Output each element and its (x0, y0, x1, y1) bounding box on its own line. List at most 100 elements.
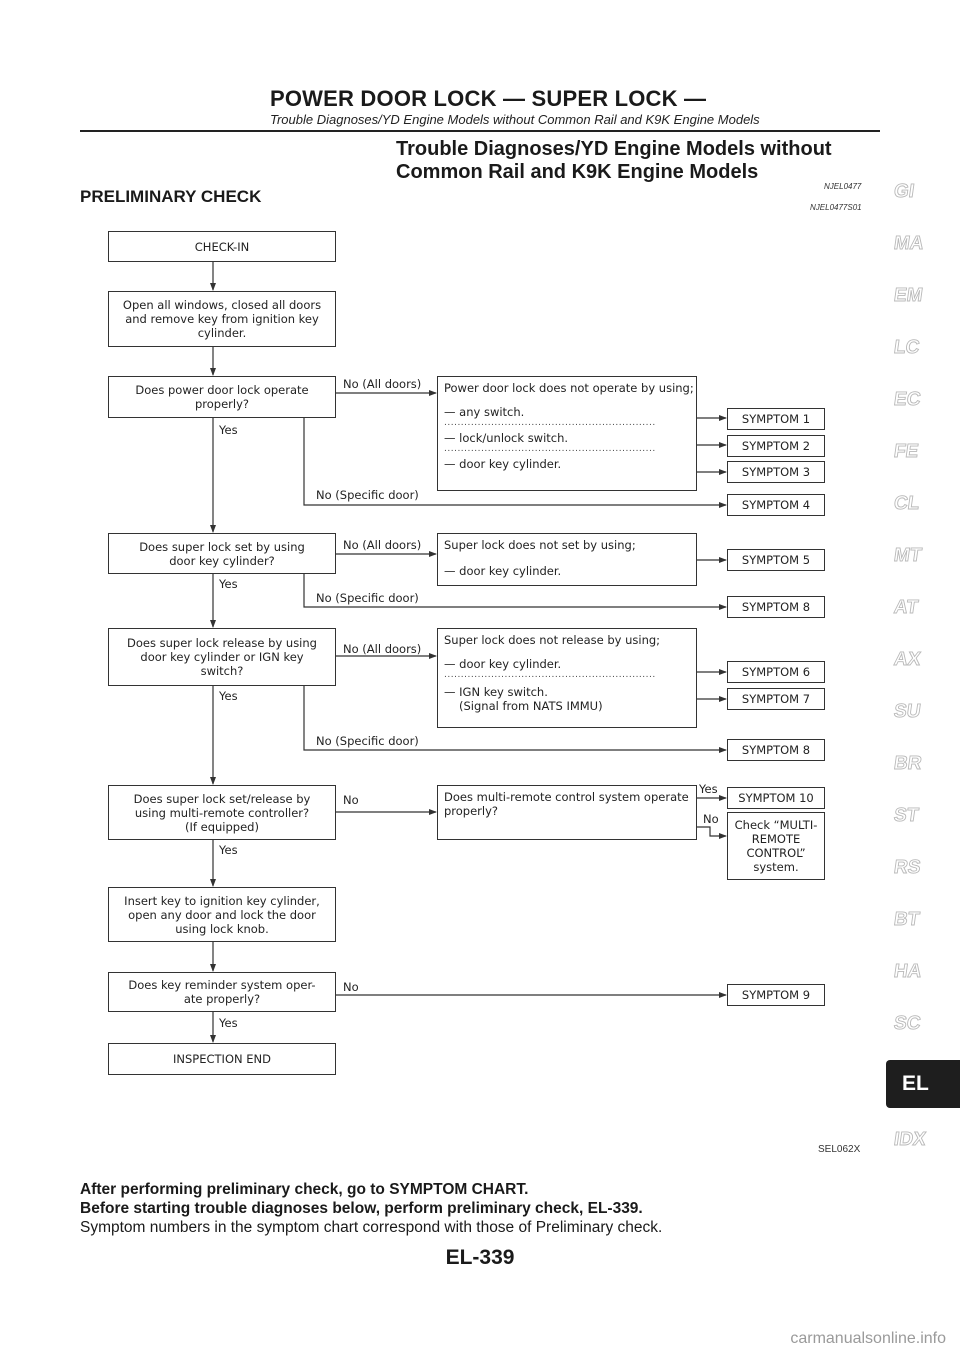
check-multi-line: system. (753, 860, 799, 874)
header-divider (80, 130, 880, 132)
box-open-windows: Open all windows, closed all doors and r… (108, 291, 336, 347)
symptom-label: SYMPTOM 3 (741, 465, 811, 479)
box-check-in: CHECK-IN (108, 231, 336, 262)
box-symptom-9: SYMPTOM 9 (727, 984, 825, 1006)
section-title-line-2: Common Rail and K9K Engine Models (396, 161, 832, 184)
section-code: NJEL0477 (824, 182, 862, 191)
q3-line: door key cylinder or IGN key (140, 650, 304, 664)
page-header-subtitle: Trouble Diagnoses/YD Engine Models witho… (270, 112, 760, 127)
q1-line: Does power door lock operate (135, 383, 309, 397)
box-q3-info: Super lock does not release by using; — … (437, 628, 697, 728)
footer-line-2: Before starting trouble diagnoses below,… (80, 1200, 643, 1217)
label-q3-no-specific: No (Specific door) (316, 734, 419, 748)
box-q2-super-lock-set: Does super lock set by using door key cy… (108, 533, 336, 574)
box-symptom-10: SYMPTOM 10 (727, 787, 825, 809)
box-q5-key-reminder: Does key reminder system oper- ate prope… (108, 972, 336, 1012)
label-q4-no: No (343, 793, 359, 807)
box-symptom-1: SYMPTOM 1 (727, 408, 825, 430)
q2-info-item: — door key cylinder. (444, 564, 562, 578)
connector-q1-no-specific (303, 418, 727, 508)
check-multi-line: Check “MULTI- (734, 818, 818, 832)
box-symptom-2: SYMPTOM 2 (727, 435, 825, 457)
label-q3-yes: Yes (219, 689, 238, 703)
q4-line: using multi-remote controller? (134, 805, 310, 820)
q3-info-item: (Signal from NATS IMMU) (459, 699, 603, 713)
step5-line: Insert key to ignition key cylinder, (124, 893, 320, 908)
symptom-label: SYMPTOM 8 (741, 743, 811, 757)
connector-check-multi (697, 826, 727, 839)
label-multi-no: No (703, 812, 719, 826)
q2-line: door key cylinder? (169, 553, 275, 568)
box-symptom-5: SYMPTOM 5 (727, 549, 825, 571)
q1-line: properly? (194, 397, 250, 411)
box-q1-power-door-lock: Does power door lock operate properly? (108, 376, 336, 418)
q5-line: ate properly? (183, 992, 261, 1006)
page-number: EL-339 (445, 1246, 515, 1269)
box-q3-super-lock-release: Does super lock release by using door ke… (108, 628, 336, 686)
tab-el-active[interactable]: EL (886, 1060, 960, 1108)
q1-info-head: Power door lock does not operate by usin… (444, 381, 694, 395)
box-open-windows-line: and remove key from ignition key (125, 312, 319, 326)
label-q5-yes: Yes (219, 1016, 238, 1030)
box-insert-key: Insert key to ignition key cylinder, ope… (108, 887, 336, 942)
symptom-label: SYMPTOM 1 (741, 412, 811, 426)
q4-info-line: Does multi-remote control system operate (444, 790, 689, 804)
subsection-code: NJEL0477S01 (810, 203, 862, 212)
section-title-line-2-text: Common Rail and K9K Engine Models (396, 161, 759, 183)
q4-line: (If equipped) (185, 819, 259, 834)
box-check-in-text: CHECK-IN (194, 239, 250, 254)
symptom-label: SYMPTOM 2 (741, 439, 811, 453)
q3-info-item: — IGN key switch. (444, 685, 548, 699)
q5-line: Does key reminder system oper- (128, 978, 316, 992)
symptom-label: SYMPTOM 4 (741, 498, 811, 512)
footer-notes: After performing preliminary check, go t… (80, 1180, 662, 1237)
q3-line: switch? (200, 664, 244, 678)
q2-info-head: Super lock does not set by using; (444, 538, 636, 552)
label-q4-yes: Yes (219, 843, 238, 857)
q4-info-line: properly? (444, 804, 499, 818)
box-check-multi-remote: Check “MULTI- REMOTE CONTROL” system. (727, 812, 825, 880)
q1-info-item: — any switch. (444, 405, 525, 419)
step5-line: using lock knob. (175, 921, 269, 936)
label-q3-no-all: No (All doors) (343, 642, 422, 656)
symptom-label: SYMPTOM 10 (738, 791, 814, 805)
q4-line: Does super lock set/release by (133, 791, 311, 806)
label-q5-no: No (343, 980, 359, 994)
box-q1-info: Power door lock does not operate by usin… (437, 376, 697, 491)
label-multi-yes: Yes (699, 782, 718, 796)
box-symptom-8-b: SYMPTOM 8 (727, 739, 825, 761)
label-q2-no-specific: No (Specific door) (316, 591, 419, 605)
connector-q2-no-specific (303, 574, 727, 610)
symptom-label: SYMPTOM 9 (741, 988, 811, 1002)
box-symptom-3: SYMPTOM 3 (727, 461, 825, 483)
box-symptom-8-a: SYMPTOM 8 (727, 596, 825, 618)
box-symptom-4: SYMPTOM 4 (727, 494, 825, 516)
box-open-windows-line: cylinder. (197, 326, 247, 340)
q2-line: Does super lock set by using (139, 539, 305, 554)
page-header-title: POWER DOOR LOCK — SUPER LOCK — (270, 86, 707, 111)
dotted-separator: ........................................… (444, 670, 656, 680)
step5-line: open any door and lock the door (128, 907, 316, 922)
box-symptom-6: SYMPTOM 6 (727, 661, 825, 683)
check-multi-line: CONTROL” (746, 846, 806, 860)
label-q2-yes: Yes (219, 577, 238, 591)
section-title: Trouble Diagnoses/YD Engine Models witho… (396, 138, 832, 184)
box-q2-info: Super lock does not set by using; — door… (437, 533, 697, 586)
symptom-label: SYMPTOM 8 (741, 600, 811, 614)
q1-info-item: — door key cylinder. (444, 457, 562, 471)
connector-q3-no-specific (303, 686, 727, 753)
box-open-windows-line: Open all windows, closed all doors (122, 298, 322, 312)
label-q2-no-all: No (All doors) (343, 538, 422, 552)
footer-line-1: After performing preliminary check, go t… (80, 1181, 529, 1198)
label-q1-yes: Yes (219, 423, 238, 437)
label-q1-no-all: No (All doors) (343, 377, 422, 391)
footer-line-3: Symptom numbers in the symptom chart cor… (80, 1219, 663, 1236)
box-q4-info: Does multi-remote control system operate… (437, 785, 697, 840)
box-q4-multi-remote: Does super lock set/release by using mul… (108, 785, 336, 840)
dotted-separator: ........................................… (444, 444, 656, 454)
q3-info-item: — door key cylinder. (444, 657, 562, 671)
symptom-label: SYMPTOM 5 (741, 553, 811, 567)
box-symptom-7: SYMPTOM 7 (727, 688, 825, 710)
box-inspection-end: INSPECTION END (108, 1043, 336, 1075)
